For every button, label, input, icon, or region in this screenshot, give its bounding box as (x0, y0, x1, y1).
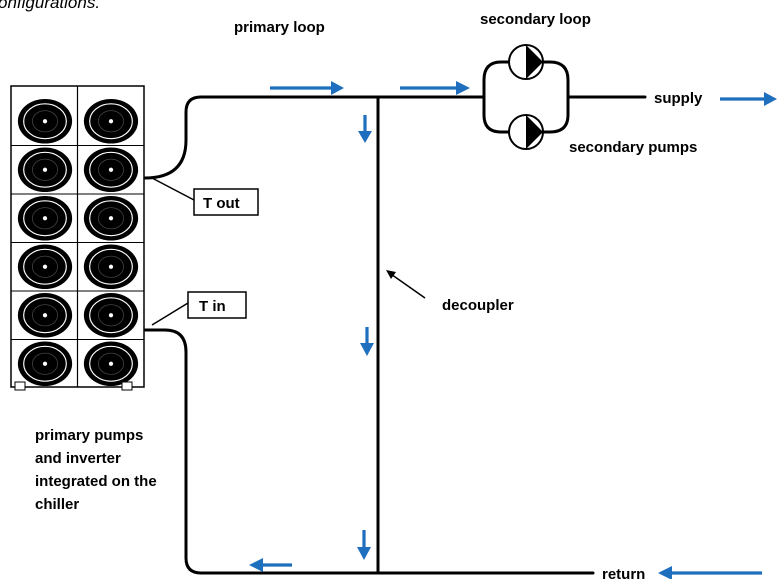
flow-arrow-supply-right (720, 92, 777, 106)
flow-arrow-decoupler-down-1 (358, 115, 372, 143)
flow-arrow-decoupler-down-3 (357, 530, 371, 560)
primary-loop-label: primary loop (234, 19, 325, 36)
secondary-pump-bottom (508, 114, 544, 150)
chiller-fan-icon (17, 146, 73, 193)
return-label: return (602, 566, 645, 579)
chiller-fan-icon (17, 340, 73, 387)
primary-return-pipe (143, 328, 595, 575)
primary-pumps-note: primary pumps and inverter integrated on… (35, 427, 157, 513)
chiller-fan-icon (83, 98, 139, 145)
chiller-fan-icon (83, 292, 139, 339)
chiller-fan-icon (83, 340, 139, 387)
chiller-fan-icon (83, 146, 139, 193)
flow-arrow-return-left (249, 558, 292, 572)
chiller-fan-icon (17, 195, 73, 242)
t-out-box (193, 188, 259, 216)
secondary-pump-top (508, 44, 544, 80)
primary-pumps-line-1: primary pumps (35, 427, 143, 444)
decoupler-leader-head (386, 270, 396, 279)
flow-arrow-decoupler-down-2 (360, 327, 374, 356)
primary-supply-pipe (143, 95, 457, 180)
secondary-loop-label: secondary loop (480, 11, 591, 28)
pipes (143, 60, 647, 575)
chiller-fan-icon (83, 195, 139, 242)
primary-pumps-line-2: and inverter (35, 450, 121, 467)
t-in-label: T in (199, 298, 226, 315)
decoupler-label: decoupler (442, 297, 514, 314)
t-out-label: T out (203, 195, 240, 212)
primary-pumps-line-4: chiller (35, 496, 79, 513)
flow-arrow-primary-right (270, 81, 344, 95)
header-cut-text: onfigurations. (0, 0, 100, 12)
chiller-fan-grid (11, 98, 144, 387)
t-out-leader (151, 177, 195, 201)
t-in-leader (151, 302, 189, 326)
chiller-unit (10, 85, 145, 391)
supply-label: supply (654, 90, 703, 107)
chiller-fan-icon (17, 98, 73, 145)
chiller-fan-icon (83, 243, 139, 290)
flow-arrow-return-in-left (658, 566, 762, 579)
chiller-fan-icon (17, 292, 73, 339)
flow-arrow-secondary-right (400, 81, 470, 95)
t-in-box (187, 291, 247, 319)
chiller-fan-icon (17, 243, 73, 290)
secondary-pumps-label: secondary pumps (569, 139, 697, 156)
secondary-manifold (453, 60, 647, 134)
decoupler-leader (387, 271, 426, 299)
primary-pumps-line-3: integrated on the (35, 473, 157, 490)
